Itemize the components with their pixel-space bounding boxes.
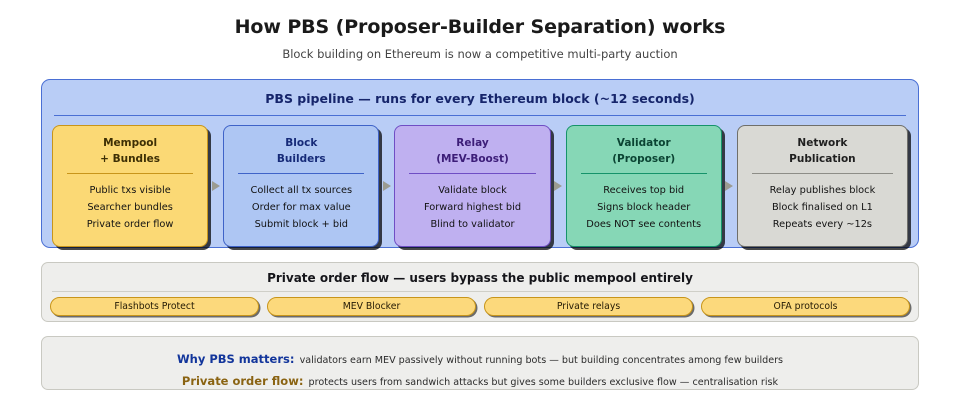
note-text: protects users from sandwich attacks but…	[308, 377, 779, 388]
pipeline-divider	[54, 115, 906, 116]
triangle-right-icon	[722, 181, 737, 191]
page-subtitle: Block building on Ethereum is now a comp…	[282, 47, 678, 61]
page-title: How PBS (Proposer-Builder Separation) wo…	[234, 16, 726, 38]
pill-ofa-protocols[interactable]: OFA protocols	[701, 297, 910, 316]
private-order-flow-header: Private order flow — users bypass the pu…	[267, 271, 693, 285]
stage-title: Block	[285, 137, 318, 149]
note-text: validators earn MEV passively without ru…	[299, 355, 784, 366]
note-label: Why PBS matters:	[176, 352, 295, 366]
triangle-right-icon	[551, 181, 566, 191]
stage-card-mempool[interactable]: Mempool + Bundles Public txs visible Sea…	[52, 125, 209, 247]
stage-card-network-publication[interactable]: Network Publication Relay publishes bloc…	[736, 125, 909, 247]
stage-card-block-builders[interactable]: Block Builders Collect all tx sources Or…	[223, 125, 380, 247]
private-order-flow-divider	[52, 291, 908, 292]
triangle-right-icon	[379, 181, 394, 191]
stage-subtitle: (MEV-Boost)	[436, 153, 509, 165]
stage-line: Collect all tx sources	[250, 185, 353, 196]
stage-divider	[67, 173, 194, 174]
stage-line: Forward highest bid	[423, 202, 522, 213]
stage-line: Block finalised on L1	[771, 202, 873, 213]
stage-line: Repeats every ~12s	[772, 219, 873, 230]
stage-slot-block-builders: Block Builders Collect all tx sources Or…	[223, 125, 394, 247]
stage-title: Network	[797, 137, 848, 149]
stage-title: Mempool	[103, 137, 158, 149]
stage-line: Blind to validator	[430, 219, 515, 230]
stage-subtitle: + Bundles	[100, 153, 161, 165]
stage-title: Validator	[616, 137, 671, 149]
stage-lines: Relay publishes block Block finalised on…	[744, 182, 901, 233]
pill-flashbots-protect[interactable]: Flashbots Protect	[50, 297, 259, 316]
stage-card-relay[interactable]: Relay (MEV-Boost) Validate block Forward…	[394, 125, 551, 247]
stage-line: Does NOT see contents	[586, 219, 702, 230]
stage-lines: Public txs visible Searcher bundles Priv…	[59, 182, 201, 233]
stage-title: Relay	[456, 137, 489, 149]
stage-line: Submit block + bid	[254, 219, 349, 230]
stage-slot-network-publication: Network Publication Relay publishes bloc…	[736, 125, 909, 247]
stage-line: Validate block	[438, 185, 507, 196]
stage-subtitle: (Proposer)	[612, 153, 676, 165]
stage-line: Relay publishes block	[769, 185, 876, 196]
pbs-pipeline-panel: PBS pipeline — runs for every Ethereum b…	[41, 79, 919, 248]
triangle-right-icon	[208, 181, 223, 191]
pipeline-stages-row: Mempool + Bundles Public txs visible Sea…	[42, 116, 918, 247]
stage-slot-relay: Relay (MEV-Boost) Validate block Forward…	[394, 125, 565, 247]
stage-line: Receives top bid	[603, 185, 685, 196]
note-label: Private order flow:	[181, 374, 304, 388]
pill-private-relays[interactable]: Private relays	[484, 297, 693, 316]
stage-slot-validator: Validator (Proposer) Receives top bid Si…	[565, 125, 737, 247]
private-order-flow-panel: Private order flow — users bypass the pu…	[41, 262, 919, 322]
notes-panel: Why PBS matters: validators earn MEV pas…	[41, 336, 919, 390]
stage-lines: Validate block Forward highest bid Blind…	[401, 182, 543, 233]
stage-divider	[409, 173, 536, 174]
stage-lines: Receives top bid Signs block header Does…	[573, 182, 715, 233]
stage-divider	[580, 173, 707, 174]
stage-slot-mempool: Mempool + Bundles Public txs visible Sea…	[52, 125, 223, 247]
stage-subtitle: Publication	[789, 153, 856, 165]
stage-divider	[751, 173, 894, 174]
stage-line: Private order flow	[86, 219, 174, 230]
pipeline-header-label: PBS pipeline — runs for every Ethereum b…	[265, 91, 695, 106]
page-header: How PBS (Proposer-Builder Separation) wo…	[0, 0, 960, 61]
stage-line: Searcher bundles	[87, 202, 173, 213]
note-private-order-flow: Private order flow: protects users from …	[42, 370, 918, 392]
stage-line: Signs block header	[597, 202, 691, 213]
stage-line: Public txs visible	[89, 185, 171, 196]
private-order-flow-pills: Flashbots Protect MEV Blocker Private re…	[42, 292, 918, 316]
stage-line: Order for max value	[251, 202, 351, 213]
stage-lines: Collect all tx sources Order for max val…	[230, 182, 372, 233]
note-why-pbs-matters: Why PBS matters: validators earn MEV pas…	[42, 348, 918, 370]
pill-mev-blocker[interactable]: MEV Blocker	[267, 297, 476, 316]
stage-card-validator[interactable]: Validator (Proposer) Receives top bid Si…	[565, 125, 722, 247]
stage-subtitle: Builders	[276, 153, 326, 165]
stage-divider	[238, 173, 365, 174]
